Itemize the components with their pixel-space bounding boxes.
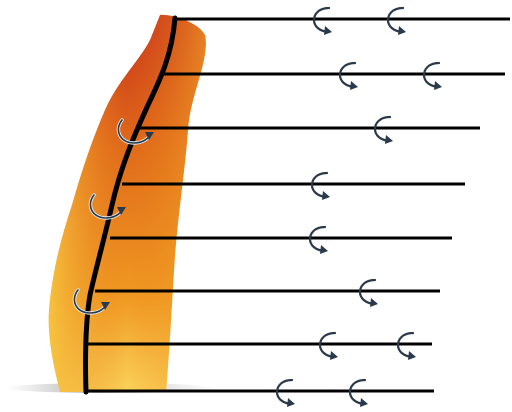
hook-arrow-icon <box>396 331 416 360</box>
wall-curl-arrow-icon <box>88 193 126 220</box>
wall-curved-arrows <box>72 118 154 315</box>
hook-arrow-icon <box>373 115 393 144</box>
hook-arrow-icon <box>308 225 328 254</box>
hook-arrow-icon <box>275 378 295 407</box>
flame-highlight <box>48 14 206 393</box>
hook-arrow-icon <box>358 278 378 307</box>
hook-arrow-icon <box>348 378 368 407</box>
wall-curl-arrow-icon <box>72 288 110 315</box>
hook-arrow-icon <box>386 6 406 35</box>
streamlines <box>86 6 510 407</box>
hook-arrow-icon <box>338 61 358 90</box>
wall-boundary <box>82 15 178 395</box>
hook-arrow-icon <box>312 6 332 35</box>
wall-curl-arrow-icon <box>116 118 154 145</box>
hook-arrow-icon <box>310 171 330 200</box>
hook-arrow-icon <box>422 61 442 90</box>
hook-arrow-icon <box>318 331 338 360</box>
